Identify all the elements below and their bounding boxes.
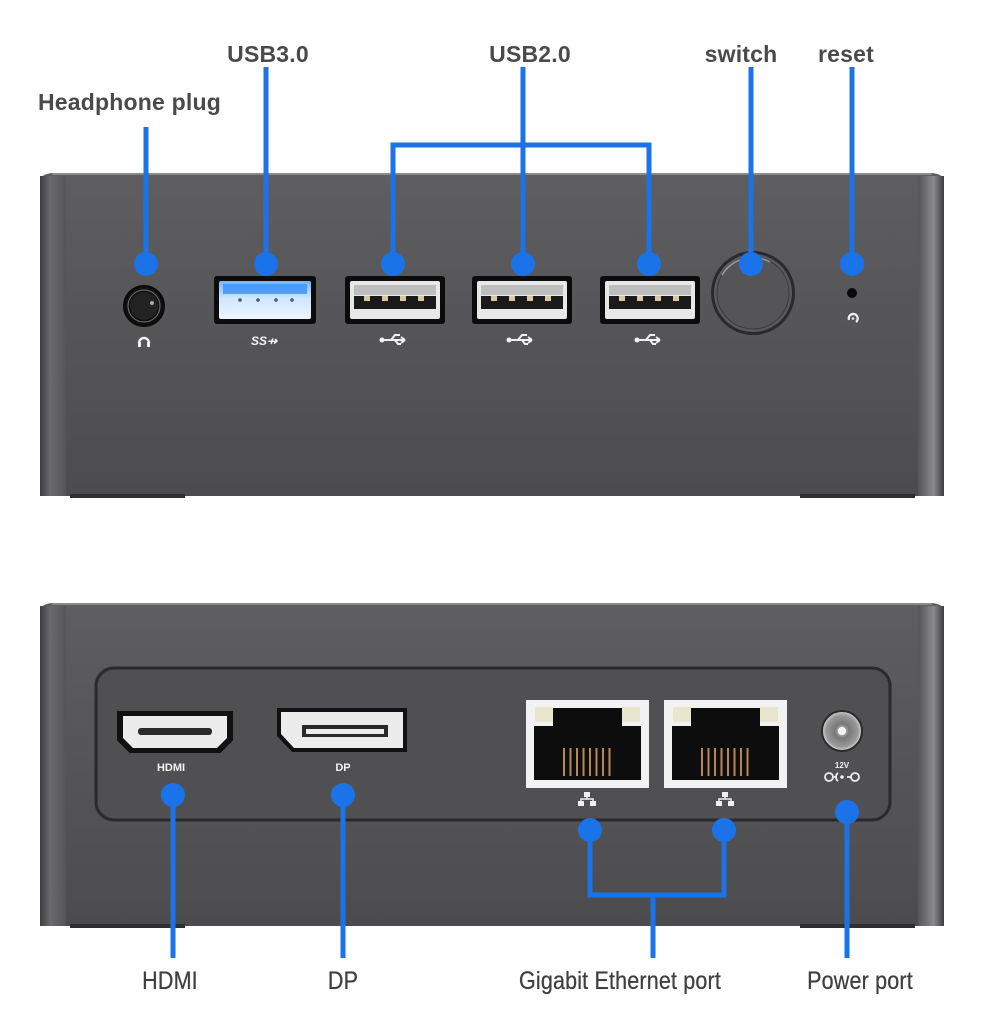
callout-dot-usb2-3 [637,252,661,276]
callout-dot-headphone [134,252,158,276]
network-icon [578,792,596,806]
link-led [535,707,553,722]
case-body [40,173,944,496]
activity-led [622,707,640,722]
callout-dot-reset [840,252,864,276]
callout-dot-usb3 [254,252,278,276]
label-dp: DP [327,967,359,995]
network-icon [716,792,734,806]
case-right-edge [918,176,944,496]
reset-pinhole [847,288,859,323]
displayport-port: DP [277,708,407,774]
ethernet-port [664,700,787,806]
reset-icon [847,312,859,323]
usb-icon [634,334,661,345]
usb2-ports [345,276,700,345]
power-button [711,251,795,335]
ethernet-ports [526,700,787,806]
label-usb2: USB2.0 [489,41,571,67]
label-reset: reset [818,41,874,67]
label-gigabit-ethernet: Gigabit Ethernet port [518,967,722,995]
callout-dot-switch [739,252,763,276]
usb3-ss-icon: SS⇸ [251,334,278,348]
label-power-port: Power port [807,967,913,995]
headphone-jack [123,285,165,347]
usb-icon [379,334,406,345]
label-hdmi: HDMI [142,967,198,995]
callout-line-ethernet-bracket [587,830,727,898]
label-switch: switch [704,41,778,67]
dc-power-icon [824,772,860,782]
label-usb3: USB3.0 [227,41,309,67]
activity-led [760,707,778,722]
label-headphone-plug: Headphone plug [38,89,221,115]
ethernet-port [526,700,649,806]
callout-dot-usb2-1 [381,252,405,276]
usb2-port [600,276,700,345]
hdmi-port-label: HDMI [157,762,185,774]
callout-lines [134,67,864,958]
callout-dot-usb2-2 [511,252,535,276]
dc-power-jack: 12V [821,710,863,782]
power-rating-label: 12V [835,761,850,770]
usb-icon [506,334,533,345]
hdmi-port: HDMI [117,711,233,774]
usb2-port [472,276,572,345]
usb3-port: SS⇸ [214,276,316,348]
dp-port-label: DP [335,762,350,774]
front-panel-case [40,173,944,498]
usb2-port [345,276,445,345]
headphone-icon [137,336,151,347]
case-left-edge [40,176,66,496]
link-led [673,707,691,722]
